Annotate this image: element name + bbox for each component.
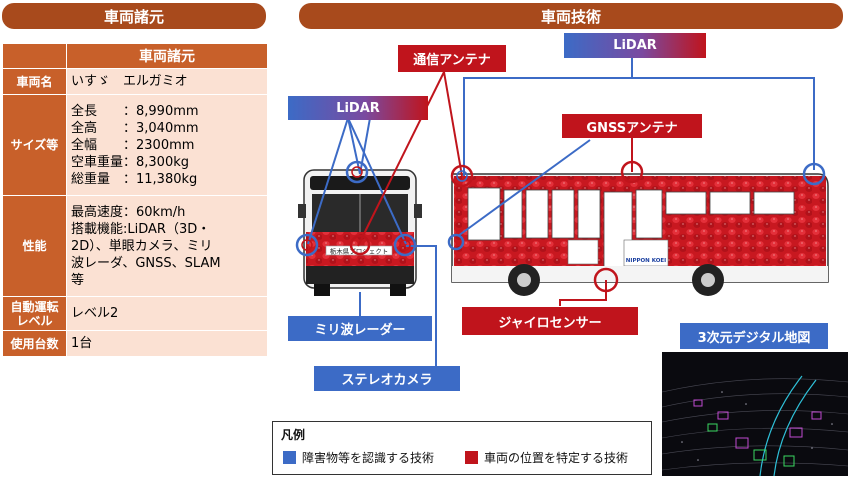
legend-text-red: 車両の位置を特定する技術: [484, 451, 629, 465]
spec-key-level: 自動運転 レベル: [2, 296, 67, 331]
spec-line: 1台: [71, 336, 93, 351]
spec-header-blank: [2, 43, 67, 69]
vehicle-specs-header: 車両諸元: [2, 3, 266, 29]
spec-val-performance: 最高速度：60km/h 搭載機能:LiDAR（3D・ 2D）、単眼カメラ、ミリ …: [66, 195, 268, 297]
point-cloud: [662, 375, 848, 476]
table-row: 使用台数 1台: [2, 330, 268, 357]
spec-val-count: 1台: [66, 330, 268, 357]
table-row: 性能 最高速度：60km/h 搭載機能:LiDAR（3D・ 2D）、単眼カメラ、…: [2, 195, 268, 297]
spec-header-cell: 車両諸元: [66, 43, 268, 69]
legend-item-red: 車両の位置を特定する技術: [465, 449, 628, 466]
label-gnss-antenna: GNSSアンテナ: [562, 114, 702, 138]
spec-val-size: 全長 ：8,990mm 全高 ：3,040mm 全幅 ：2300mm 空車重量：…: [66, 94, 268, 196]
spec-line: 総重量 ：11,380kg: [71, 171, 198, 187]
spec-line: 2D）、単眼カメラ、ミリ: [71, 238, 213, 254]
spec-key-count: 使用台数: [2, 330, 67, 357]
spec-line: 搭載機能:LiDAR（3D・: [71, 221, 211, 237]
spec-val-level: レベル2: [66, 296, 268, 331]
spec-header-row: 車両諸元: [2, 43, 268, 69]
spec-line: 波レーダ、GNSS、SLAM: [71, 255, 221, 271]
front-sign-text: 栃木県プロジェクト: [330, 247, 389, 256]
label-mmwave-radar: ミリ波レーダー: [288, 316, 432, 341]
table-row: サイズ等 全長 ：8,990mm 全高 ：3,040mm 全幅 ：2300mm …: [2, 94, 268, 196]
spec-key-line: 自動運転: [10, 299, 59, 314]
spec-val-name: いすゞ エルガミオ: [66, 68, 268, 95]
label-comm-antenna: 通信アンテナ: [398, 45, 506, 72]
spec-key-size: サイズ等: [2, 94, 67, 196]
label-3d-map: 3次元デジタル地図: [680, 323, 828, 349]
spec-line: 等: [71, 272, 85, 288]
spec-line: 空車重量：8,300kg: [71, 154, 189, 170]
spec-key-line: レベル: [16, 313, 53, 328]
spec-key-performance: 性能: [2, 195, 67, 297]
3d-digital-map-image: [662, 352, 848, 476]
legend-item-blue: 障害物等を認識する技術: [283, 449, 434, 466]
label-lidar-left: LiDAR: [288, 96, 428, 120]
spec-line: レベル2: [71, 306, 119, 321]
spec-line: 全高 ：3,040mm: [71, 120, 199, 136]
company-logo-text: NIPPON KOEI: [626, 258, 666, 264]
sensor-markers: [295, 160, 826, 293]
label-stereo-camera: ステレオカメラ: [314, 366, 460, 391]
label-gyro-sensor: ジャイロセンサー: [462, 307, 638, 335]
bus-side-view: NIPPON KOEI: [451, 173, 829, 296]
vehicle-tech-header: 車両技術: [299, 3, 843, 29]
table-row: 車両名 いすゞ エルガミオ: [2, 68, 268, 95]
legend-title: 凡例: [281, 428, 306, 442]
label-lidar-top: LiDAR: [564, 33, 706, 58]
spec-line: いすゞ エルガミオ: [71, 74, 188, 89]
legend-swatch-red: [465, 451, 478, 464]
spec-table: 車両諸元 車両名 いすゞ エルガミオ サイズ等 全長 ：8,990mm 全高 ：…: [2, 43, 268, 357]
bus-front-view: 栃木県プロジェクト: [298, 169, 422, 296]
legend: 凡例 障害物等を認識する技術 車両の位置を特定する技術: [272, 421, 652, 475]
legend-swatch-blue: [283, 451, 296, 464]
spec-line: 全幅 ：2300mm: [71, 137, 195, 153]
blue-connectors: [307, 58, 815, 366]
spec-line: 全長 ：8,990mm: [71, 103, 199, 119]
legend-text-blue: 障害物等を認識する技術: [302, 451, 435, 465]
spec-line: 最高速度：60km/h: [71, 204, 186, 220]
spec-key-name: 車両名: [2, 68, 67, 95]
table-row: 自動運転 レベル レベル2: [2, 296, 268, 331]
